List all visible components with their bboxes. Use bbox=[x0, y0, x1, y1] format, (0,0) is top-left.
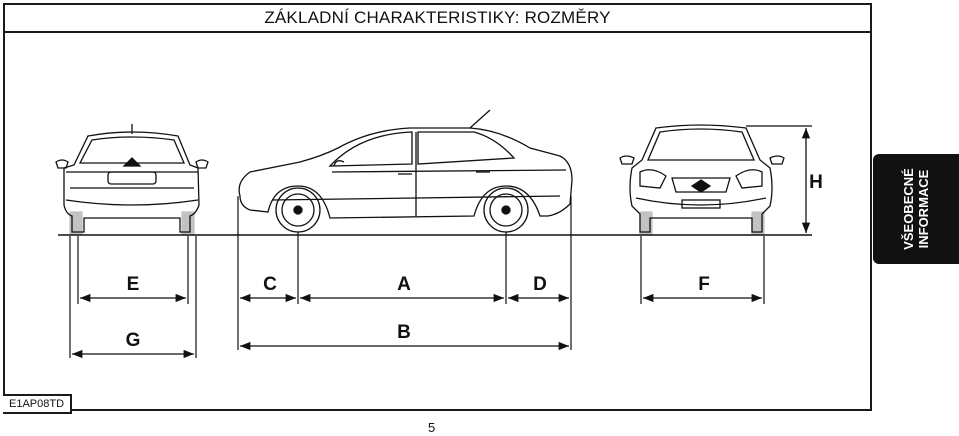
figure-code: E1AP08TD bbox=[3, 394, 73, 414]
dim-label-g: G bbox=[126, 330, 141, 351]
page-number: 5 bbox=[428, 420, 436, 435]
dimension-arrows bbox=[72, 128, 811, 359]
dimension-labels: E G C A D B F H bbox=[126, 172, 823, 351]
dim-label-f: F bbox=[698, 274, 710, 295]
dim-label-a: A bbox=[397, 274, 411, 295]
front-view-car-icon bbox=[619, 124, 785, 235]
rear-view-car-icon bbox=[55, 124, 209, 235]
dim-label-d: D bbox=[533, 274, 547, 295]
dim-label-c: C bbox=[263, 274, 277, 295]
section-tab-line1: VŠEOBECNÉ bbox=[901, 168, 916, 250]
page-title: ZÁKLADNÍ CHARAKTERISTIKY: ROZMĚRY bbox=[5, 5, 870, 33]
dim-label-e: E bbox=[127, 274, 140, 295]
section-tab-label: VŠEOBECNÉ INFORMACE bbox=[901, 168, 931, 250]
extension-lines bbox=[69, 125, 812, 358]
section-tab-line2: INFORMACE bbox=[916, 169, 931, 249]
section-tab[interactable]: VŠEOBECNÉ INFORMACE bbox=[873, 154, 959, 264]
dim-label-h: H bbox=[809, 172, 823, 193]
page-frame: ZÁKLADNÍ CHARAKTERISTIKY: ROZMĚRY bbox=[3, 3, 872, 411]
side-view-car-icon bbox=[238, 109, 573, 233]
dim-label-b: B bbox=[397, 322, 411, 343]
